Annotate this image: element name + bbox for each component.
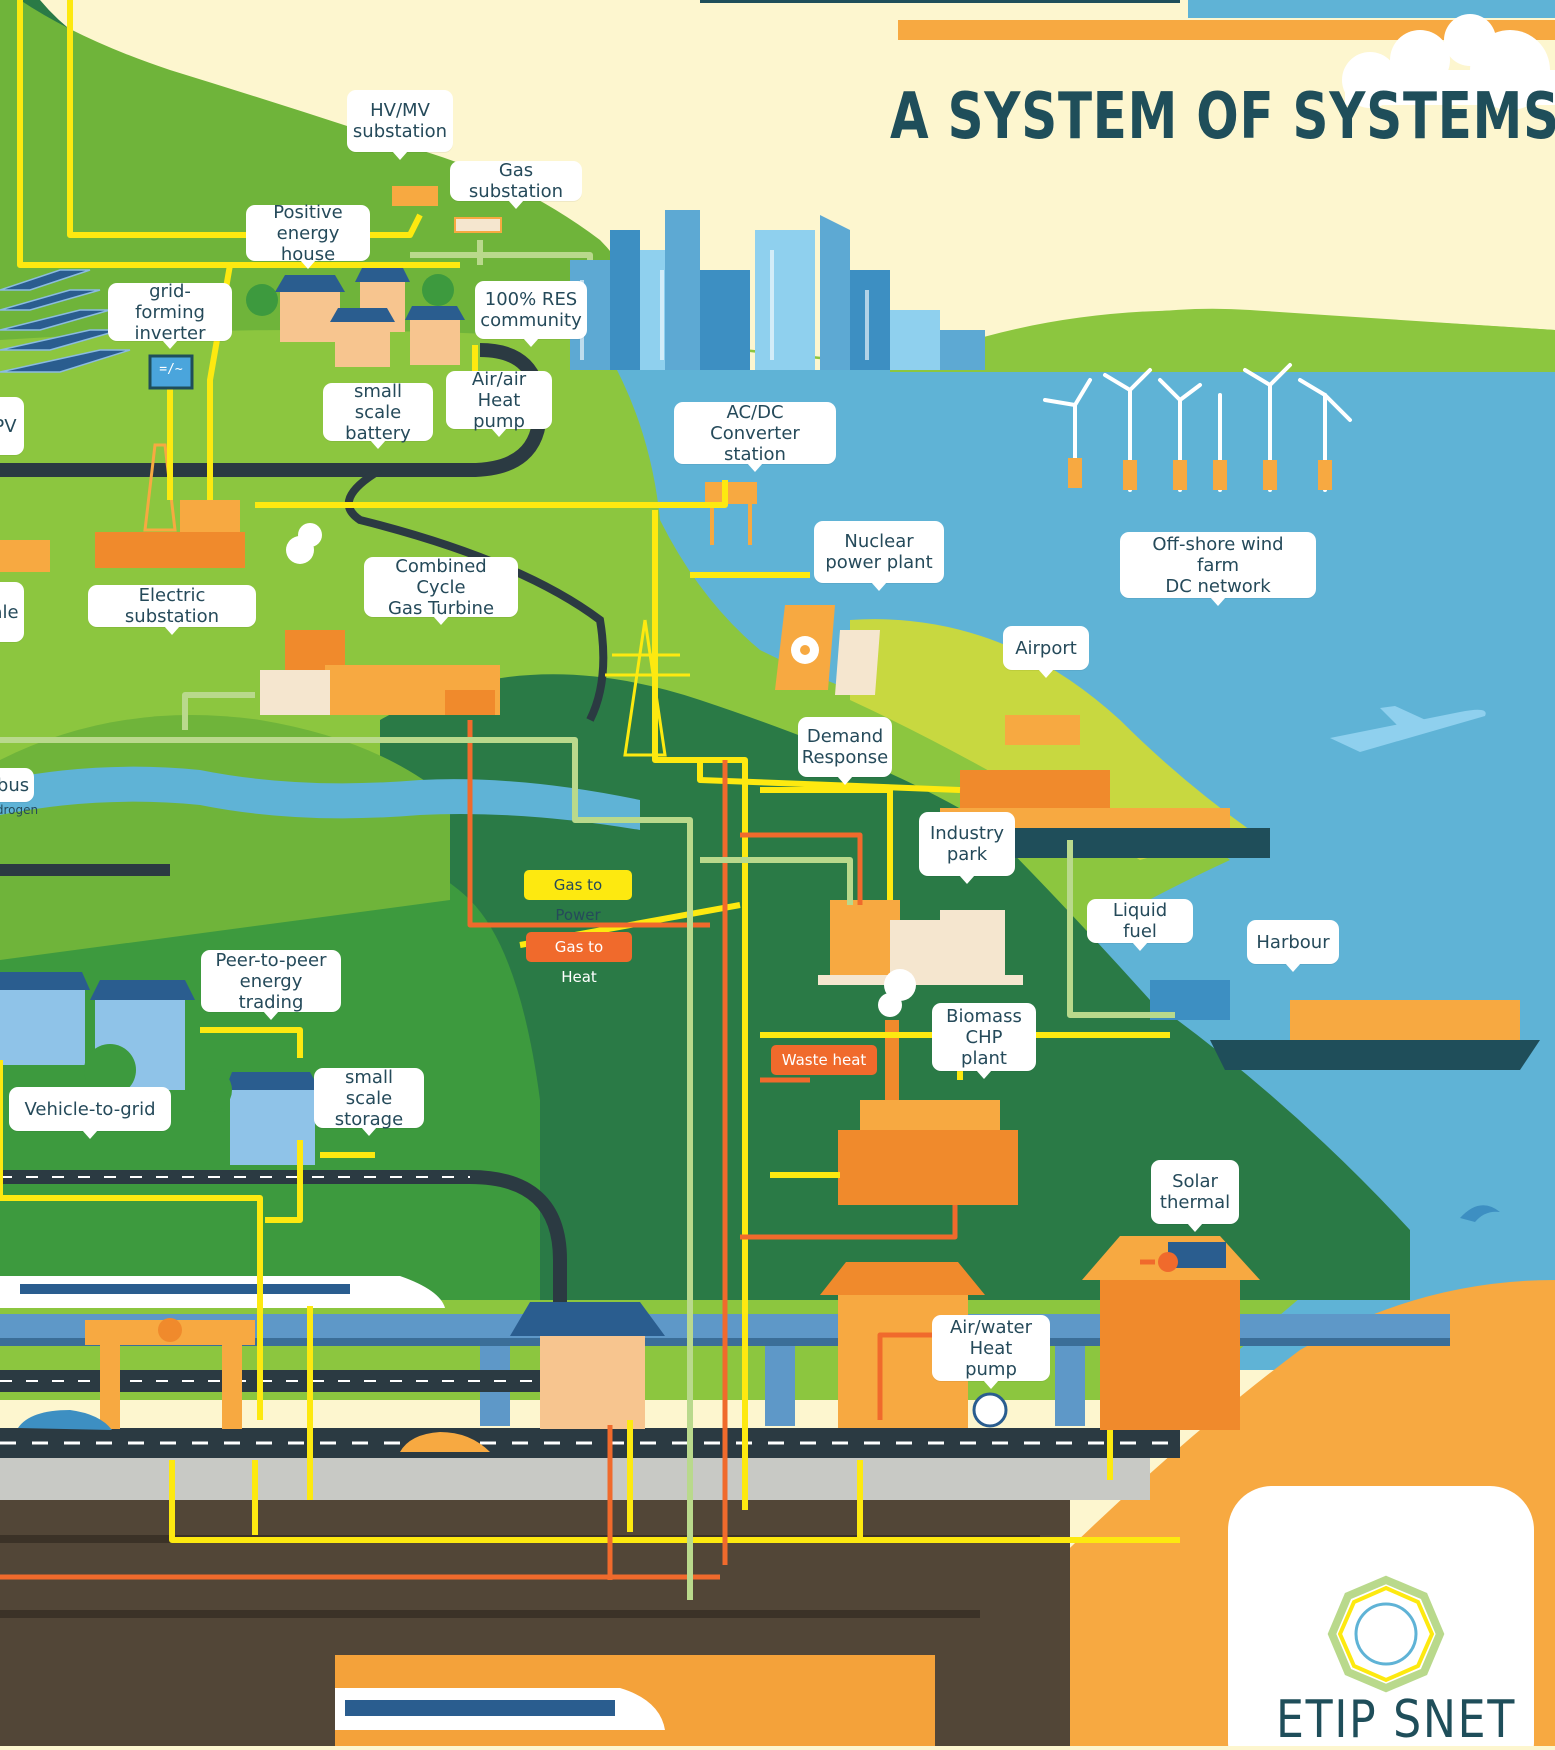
charging-station-icon xyxy=(85,1318,255,1429)
airport-icon xyxy=(940,715,1270,858)
tag-waste-heat: Waste heat xyxy=(771,1045,877,1075)
label-industry-park: Industry park xyxy=(919,812,1015,884)
solar-thermal-building-icon xyxy=(1082,1236,1260,1430)
label-liquid-fuel: Liquid fuel xyxy=(1087,899,1193,951)
label-air-water-heat-pump: Air/water Heat pump xyxy=(932,1315,1050,1389)
biomass-chp-icon xyxy=(838,969,1018,1205)
positive-energy-houses-icon xyxy=(246,266,465,367)
label-offshore-wind: Off-shore wind farm DC network xyxy=(1120,532,1316,606)
tag-gas-to-heat: Gas to Heat xyxy=(526,932,632,986)
road-middle xyxy=(0,1170,567,1314)
label-grid-forming-inverter: grid-forming inverter xyxy=(108,281,232,349)
label-demand-response: Demand Response xyxy=(798,717,892,785)
hv-mv-substation-icon xyxy=(392,186,438,206)
city-skyline xyxy=(570,210,985,370)
heat-pump-fan-icon xyxy=(972,1392,1008,1428)
label-hydrogen-partial: drogen xyxy=(0,802,39,817)
heat-flows xyxy=(0,720,1155,1580)
ground-grey xyxy=(0,1455,1150,1500)
gas-substation-icon xyxy=(454,217,502,233)
label-positive-energy-house: Positive energy house xyxy=(246,202,370,269)
label-vehicle-to-grid: Vehicle-to-grid xyxy=(9,1087,171,1139)
nuclear-plant-icon xyxy=(775,605,880,695)
converter-station-icon xyxy=(705,482,757,545)
page-title: A SYSTEM OF SYSTEMS xyxy=(890,80,1555,154)
hill-dark-centre xyxy=(350,674,1410,1300)
label-bus-partial: bus xyxy=(0,768,34,802)
industry-park-icon xyxy=(818,900,1023,985)
label-airport: Airport xyxy=(1003,626,1089,678)
label-biomass-chp: Biomass CHP plant xyxy=(932,1003,1036,1079)
high-speed-train-icon xyxy=(0,1276,445,1308)
combined-cycle-plant-icon xyxy=(260,523,500,715)
logo-text: ETIP SNET xyxy=(1276,1690,1517,1750)
inverter-box-icon xyxy=(148,354,194,390)
label-pv-partial: PV xyxy=(0,397,24,455)
car-icon xyxy=(18,1410,490,1452)
solar-panel-field-icon xyxy=(0,269,131,373)
label-ac-dc-converter: AC/DC Converter station xyxy=(674,402,836,472)
label-hv-mv-substation: HV/MV substation xyxy=(347,90,453,160)
solar-thermal-pump-icon xyxy=(1158,1252,1178,1272)
label-combined-cycle: Combined Cycle Gas Turbine xyxy=(364,556,518,625)
blue-houses-icon xyxy=(0,972,320,1165)
etip-snet-logo-emblem-icon xyxy=(1228,1486,1534,1746)
river-left xyxy=(0,766,640,830)
solar-roof-house-icon xyxy=(510,1302,665,1429)
label-scale-partial: ale xyxy=(0,582,24,642)
label-air-air-heat-pump: Air/air Heat pump xyxy=(446,369,552,437)
gas-flows xyxy=(0,240,1175,1600)
label-electric-substation: Electric substation xyxy=(88,585,256,635)
dolphin-icon xyxy=(1460,1205,1500,1222)
label-small-scale-storage: small scale storage xyxy=(314,1067,424,1136)
tag-gas-to-power: Gas to Power xyxy=(524,870,632,924)
top-strip-dark xyxy=(700,0,1180,3)
label-gas-substation: Gas substation xyxy=(450,160,582,209)
inverter-symbol: =/~ xyxy=(159,362,183,377)
airplane-icon xyxy=(1330,706,1486,752)
label-solar-thermal: Solar thermal xyxy=(1151,1160,1239,1232)
top-strip-blue xyxy=(1188,0,1555,18)
label-harbour: Harbour xyxy=(1247,920,1339,972)
electric-substation-icon xyxy=(0,443,245,572)
top-strip-orange xyxy=(898,20,1555,40)
label-small-scale-battery: small scale battery xyxy=(323,381,433,449)
label-nuclear: Nuclear power plant xyxy=(814,521,944,591)
cloud-icon xyxy=(1342,14,1555,110)
label-peer-to-peer: Peer-to-peer energy trading xyxy=(201,950,341,1020)
metro-train-icon xyxy=(335,1688,665,1730)
label-res-community: 100% RES community xyxy=(475,281,587,347)
